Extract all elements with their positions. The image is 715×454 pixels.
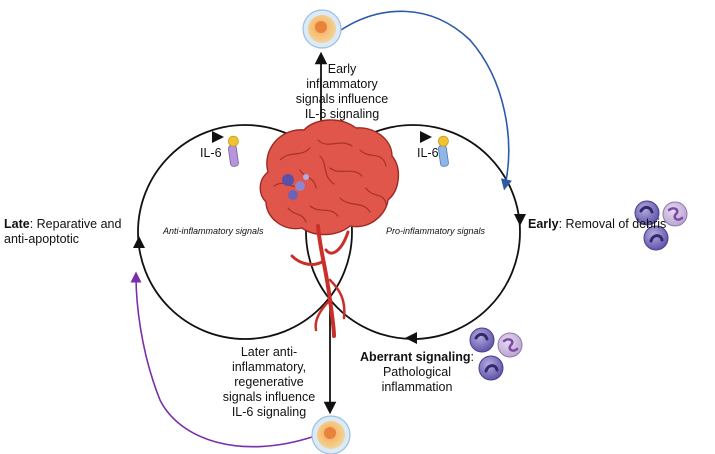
later-anti-inflammatory-label: Later anti- inflammatory, regenerative s…: [222, 345, 316, 419]
stem-cell-icon: [302, 9, 342, 49]
receptor-icon: [227, 135, 239, 167]
receptor-icon: [437, 135, 449, 167]
anti-inflammatory-loop: [133, 124, 353, 340]
il6-label-left: IL-6: [200, 146, 222, 160]
anti-inflammatory-signals-label: Anti-inflammatory signals: [163, 226, 264, 236]
blue-curve-arrow: [340, 10, 512, 191]
stem-cell-icon: [311, 415, 351, 454]
immune-cell-icon: [662, 201, 688, 227]
il6-label-right: IL-6: [417, 146, 439, 160]
purple-curve-arrow: [130, 271, 313, 448]
early-phase-label: Early: Removal of debris: [528, 217, 667, 231]
pro-inflammatory-signals-label: Pro-inflammatory signals: [386, 226, 486, 236]
immune-cell-icon: [643, 225, 669, 251]
late-phase-label: Late: Reparative and anti-apoptotic: [4, 217, 122, 246]
early-inflammatory-label: Early inflammatory signals influence IL-…: [295, 62, 389, 121]
aberrant-signaling-label: Aberrant signaling: Pathological inflamm…: [360, 350, 474, 394]
immune-cell-icon: [497, 332, 523, 358]
immune-cell-icon: [634, 200, 660, 226]
pro-inflammatory-loop: [305, 124, 526, 344]
brain-icon: [259, 119, 399, 338]
immune-cell-icon: [469, 327, 495, 353]
immune-cell-icon: [478, 355, 504, 381]
